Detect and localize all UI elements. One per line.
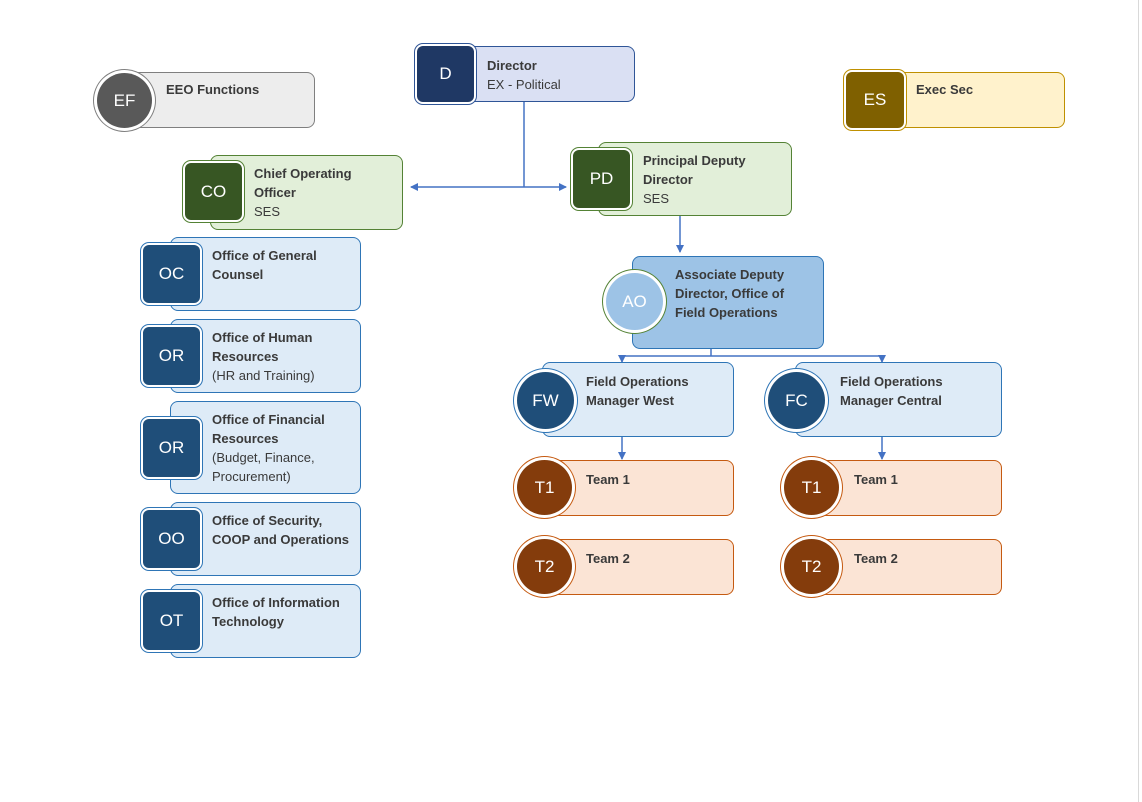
node-coo-text: Chief Operating Officer SES bbox=[254, 164, 394, 221]
node-oit-card[interactable] bbox=[170, 584, 361, 658]
node-ofr-badge: OR bbox=[143, 419, 200, 477]
node-ogc-card[interactable] bbox=[170, 237, 361, 311]
node-exec-sec-text: Exec Sec bbox=[916, 80, 1056, 99]
node-pdd-text: Principal Deputy Director SES bbox=[643, 151, 783, 208]
node-central-team1-abbr: T1 bbox=[801, 477, 822, 497]
node-pdd-card[interactable] bbox=[598, 142, 792, 216]
node-ofr-abbr: OR bbox=[158, 438, 185, 457]
node-fow-text: Field Operations Manager West bbox=[586, 372, 726, 410]
node-pdd-badge: PD bbox=[573, 150, 630, 208]
node-osc-title: Office of Security, COOP and Operations bbox=[212, 513, 350, 547]
node-ofr-title: Office of Financial Resources bbox=[212, 412, 325, 446]
node-ofr-text: Office of Financial Resources (Budget, F… bbox=[212, 410, 350, 486]
node-coo-card[interactable] bbox=[210, 155, 403, 230]
node-ado-title: Associate Deputy Director, Office of Fie… bbox=[675, 267, 785, 320]
page-edge-divider bbox=[1138, 0, 1139, 802]
node-ofr-sub: (Budget, Finance, Procurement) bbox=[212, 450, 315, 484]
node-central-team1-badge: T1 bbox=[784, 460, 839, 515]
node-ado-badge: AO bbox=[606, 273, 663, 330]
node-west-team1-card[interactable] bbox=[545, 460, 734, 516]
node-ogc-badge: OC bbox=[143, 245, 200, 303]
node-central-team1-card[interactable] bbox=[812, 460, 1002, 516]
node-exec-sec-abbr: ES bbox=[863, 90, 887, 109]
node-director-sub: EX - Political bbox=[487, 77, 561, 92]
node-director-text: Director EX - Political bbox=[487, 56, 627, 94]
node-osc-abbr: OO bbox=[158, 529, 185, 548]
node-foc-title: Field Operations Manager Central bbox=[840, 374, 943, 408]
node-ogc-abbr: OC bbox=[158, 264, 185, 283]
node-coo-badge: CO bbox=[185, 163, 242, 220]
node-ohr-abbr: OR bbox=[158, 346, 185, 365]
node-central-team1-text: Team 1 bbox=[854, 470, 974, 489]
node-ado-card[interactable] bbox=[632, 256, 824, 349]
node-central-team2-badge: T2 bbox=[784, 539, 839, 594]
node-oit-text: Office of Information Technology bbox=[212, 593, 357, 631]
node-director-badge: D bbox=[417, 46, 474, 102]
node-ado-text: Associate Deputy Director, Office of Fie… bbox=[675, 265, 815, 322]
node-eeo-title: EEO Functions bbox=[166, 82, 260, 97]
node-foc-badge: FC bbox=[768, 372, 825, 429]
node-central-team2-abbr: T2 bbox=[801, 556, 822, 576]
node-eeo-card[interactable] bbox=[120, 72, 315, 128]
node-ohr-title: Office of Human Resources bbox=[212, 330, 313, 364]
node-oit-badge: OT bbox=[143, 592, 200, 650]
node-director-title: Director bbox=[487, 58, 537, 73]
node-eeo-badge: EF bbox=[97, 73, 152, 128]
node-west-team2-badge: T2 bbox=[517, 539, 572, 594]
node-west-team1-abbr: T1 bbox=[534, 477, 555, 497]
node-director-abbr: D bbox=[439, 64, 452, 83]
node-exec-sec-badge: ES bbox=[846, 72, 904, 128]
node-eeo-text: EEO Functions bbox=[166, 80, 306, 99]
node-eeo-abbr: EF bbox=[113, 90, 136, 110]
node-ogc-title: Office of General Counsel bbox=[212, 248, 317, 282]
node-central-team2-title: Team 2 bbox=[854, 551, 898, 566]
node-foc-card[interactable] bbox=[795, 362, 1002, 437]
node-fow-card[interactable] bbox=[542, 362, 734, 437]
node-central-team2-text: Team 2 bbox=[854, 549, 974, 568]
node-ogc-text: Office of General Counsel bbox=[212, 246, 357, 284]
node-central-team1-title: Team 1 bbox=[854, 472, 898, 487]
node-fow-title: Field Operations Manager West bbox=[586, 374, 689, 408]
node-pdd-title: Principal Deputy Director bbox=[643, 153, 746, 187]
node-west-team2-title: Team 2 bbox=[586, 551, 630, 566]
node-exec-sec-title: Exec Sec bbox=[916, 82, 974, 97]
node-west-team1-text: Team 1 bbox=[586, 470, 706, 489]
node-ohr-card[interactable] bbox=[170, 319, 361, 393]
node-coo-abbr: CO bbox=[200, 181, 227, 201]
node-fow-badge: FW bbox=[517, 372, 574, 429]
node-west-team2-card[interactable] bbox=[545, 539, 734, 595]
node-ado-abbr: AO bbox=[622, 291, 647, 311]
node-west-team1-title: Team 1 bbox=[586, 472, 630, 487]
node-coo-sub: SES bbox=[254, 204, 281, 219]
node-west-team1-badge: T1 bbox=[517, 460, 572, 515]
node-osc-card[interactable] bbox=[170, 502, 361, 576]
node-west-team2-abbr: T2 bbox=[534, 556, 555, 576]
node-coo-title: Chief Operating Officer bbox=[254, 166, 352, 200]
node-oit-abbr: OT bbox=[159, 611, 184, 630]
node-ohr-sub: (HR and Training) bbox=[212, 368, 315, 383]
node-oit-title: Office of Information Technology bbox=[212, 595, 340, 629]
node-fow-abbr: FW bbox=[532, 390, 559, 410]
node-ofr-card[interactable] bbox=[170, 401, 361, 494]
node-pdd-sub: SES bbox=[643, 191, 670, 206]
node-ohr-badge: OR bbox=[143, 327, 200, 385]
node-pdd-abbr: PD bbox=[589, 169, 614, 188]
node-foc-abbr: FC bbox=[785, 390, 808, 410]
node-west-team2-text: Team 2 bbox=[586, 549, 706, 568]
node-ohr-text: Office of Human Resources (HR and Traini… bbox=[212, 328, 357, 385]
node-osc-badge: OO bbox=[143, 510, 200, 568]
node-foc-text: Field Operations Manager Central bbox=[840, 372, 990, 410]
node-osc-text: Office of Security, COOP and Operations bbox=[212, 511, 360, 549]
